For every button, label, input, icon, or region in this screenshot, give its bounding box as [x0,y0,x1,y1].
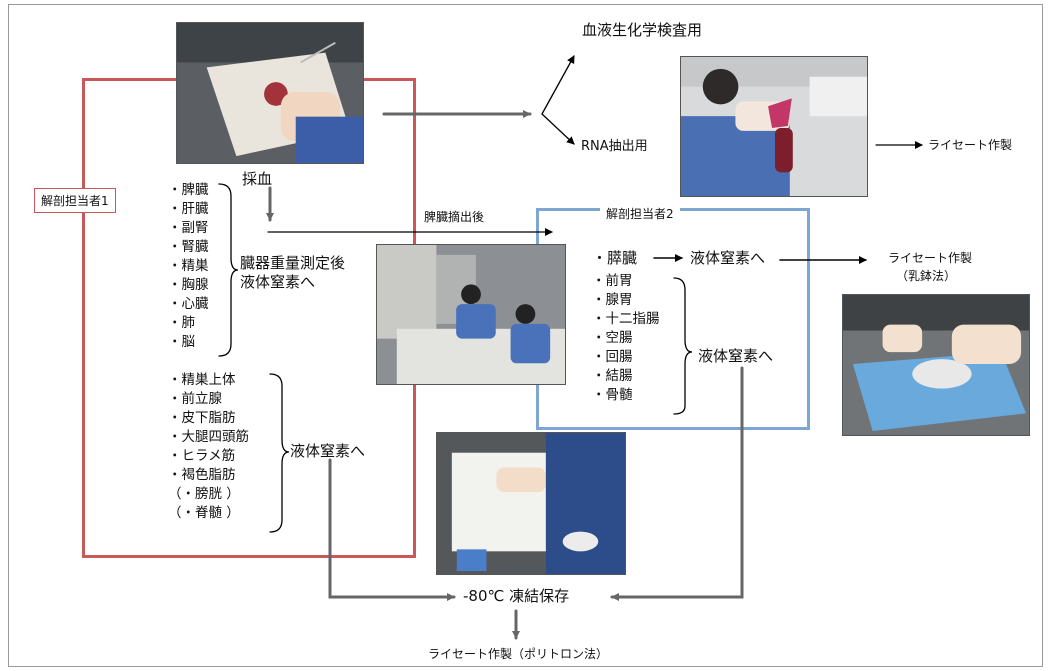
organ-item: ・胸腺 [168,277,209,293]
freeze-label: -80℃ 凍結保存 [463,587,570,605]
mortar-photo [842,294,1030,436]
organ-item: ・肝臓 [168,201,209,217]
dissector2-box [536,208,810,430]
diagram-frame [8,4,1043,667]
rna-label: RNA抽出用 [581,139,648,154]
organ-item: ・精巣 [168,258,209,274]
dissector1-tag: 解剖担当者1 [34,188,116,213]
organ-item: ・大腿四頭筋 [168,429,249,445]
organ-item: ・ヒラメ筋 [168,448,236,464]
organ-item: ・脾臓 [168,182,209,198]
organ-item: ・褐色脂肪 [168,467,236,483]
organ-item: ・腺胃 [592,292,633,308]
pipetting-photo [680,56,868,197]
ln2-label-pancreas: 液体窒素へ [690,249,766,267]
lysate-label-polytron: ライセート作製（ポリトロン法） [428,647,609,661]
organ-item: ・空腸 [592,330,633,346]
organ-list-2: ・精巣上体 ・前立腺 ・皮下脂肪 ・大腿四頭筋 ・ヒラメ筋 ・褐色脂肪 （・膀胱… [168,371,249,523]
organ-list-3: ・前胃 ・腺胃 ・十二指腸 ・空腸 ・回腸 ・結腸 ・骨髄 [592,272,660,405]
organ-item: ・心臓 [168,296,209,312]
blood-chem-label: 血液生化学検査用 [582,21,703,39]
lysate-label-2: ライセート作製 [888,251,973,265]
organ-item: ・肺 [168,315,195,331]
organ-item: ・精巣上体 [168,372,236,388]
lysate-method-mortar: （乳鉢法） [896,269,957,283]
pancreas-item: ・膵臓 [592,249,638,267]
ln2-label-weigh: 液体窒素へ [240,273,316,291]
organ-item: （・脊髄 ） [168,505,240,521]
freezer-box-photo [436,432,626,575]
blood-draw-label: 採血 [242,170,273,188]
organ-weigh-label: 臓器重量測定後 [240,254,346,272]
organ-item: ・回腸 [592,349,633,365]
spleen-removed-label: 脾臓摘出後 [424,210,485,224]
dissection-photo [176,22,364,164]
dissector2-tag: 解剖担当者2 [600,204,680,223]
organ-item: ・前立腺 [168,391,222,407]
ln2-label-group2: 液体窒素へ [290,442,366,460]
organ-item: （・膀胱 ） [168,486,240,502]
organ-item: ・十二指腸 [592,311,660,327]
organ-item: ・結腸 [592,368,633,384]
lysate-label-1: ライセート作製 [928,138,1013,152]
lab-room-photo [376,244,566,385]
organ-item: ・前胃 [592,273,633,289]
organ-item: ・骨髄 [592,387,633,403]
organ-item: ・皮下脂肪 [168,410,236,426]
organ-list-1: ・脾臓 ・肝臓 ・副腎 ・腎臓 ・精巣 ・胸腺 ・心臓 ・肺 ・脳 [168,181,209,352]
organ-item: ・脳 [168,334,195,350]
ln2-label-group3: 液体窒素へ [698,347,774,365]
organ-item: ・腎臓 [168,239,209,255]
organ-item: ・副腎 [168,220,209,236]
